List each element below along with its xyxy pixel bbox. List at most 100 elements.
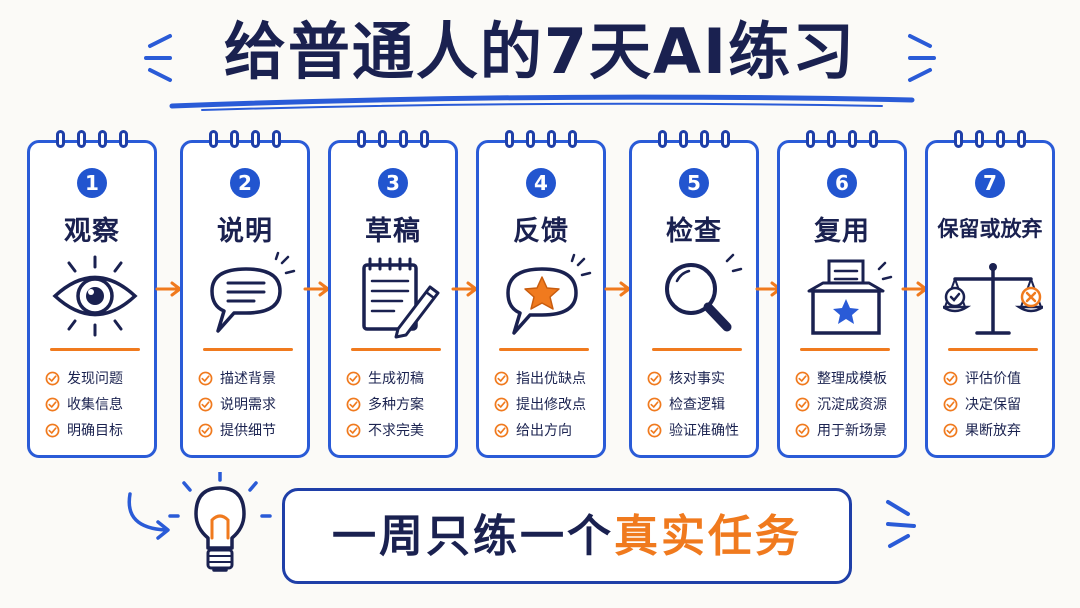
bullet-text: 果断放弃: [965, 423, 1021, 439]
list-item: 决定保留: [943, 391, 1021, 417]
bullet-text: 用于新场景: [817, 423, 887, 439]
step-title: 检查: [666, 216, 722, 247]
list-item: 给出方向: [494, 417, 586, 443]
check-icon: [943, 423, 958, 437]
bullet-list: 指出优缺点 提出修改点 给出方向: [494, 365, 586, 443]
bullet-list: 发现问题 收集信息 明确目标: [45, 365, 123, 443]
magnifier-icon: [665, 253, 743, 332]
list-item: 提供细节: [198, 417, 276, 443]
step-card-4: 4 反馈 指出优缺点 提出修改点 给出方向: [476, 130, 606, 458]
step-title: 观察: [64, 216, 120, 247]
binder-rings: [632, 130, 756, 150]
notepad-pencil-icon: [362, 257, 440, 339]
check-icon: [647, 371, 662, 385]
step-title: 保留或放弃: [937, 217, 1043, 241]
arrow-right-icon: [303, 281, 330, 297]
check-icon: [494, 423, 509, 437]
arrow-right-icon: [155, 281, 182, 297]
bullet-text: 提出修改点: [516, 397, 586, 413]
step-card-5: 5 检查 核对事实 检查逻辑 验证准确性: [629, 130, 759, 458]
bullet-text: 验证准确性: [669, 423, 739, 439]
speech-bubble-icon: [210, 251, 296, 333]
check-icon: [943, 397, 958, 411]
binder-rings: [479, 130, 603, 150]
bullet-text: 生成初稿: [368, 371, 424, 387]
bullet-list: 核对事实 检查逻辑 验证准确性: [647, 365, 739, 443]
banner-text-plain: 一周只练一个: [332, 511, 614, 562]
bullet-text: 发现问题: [67, 371, 123, 387]
divider: [50, 348, 140, 351]
step-number: 6: [827, 168, 857, 198]
check-icon: [494, 397, 509, 411]
check-icon: [198, 371, 213, 385]
check-icon: [943, 371, 958, 385]
check-icon: [198, 423, 213, 437]
bullet-list: 生成初稿 多种方案 不求完美: [346, 365, 424, 443]
list-item: 明确目标: [45, 417, 123, 443]
check-icon: [45, 397, 60, 411]
eye-icon: [52, 255, 138, 337]
check-icon: [198, 397, 213, 411]
bullet-text: 整理成模板: [817, 371, 887, 387]
list-item: 提出修改点: [494, 391, 586, 417]
binder-rings: [780, 130, 904, 150]
list-item: 收集信息: [45, 391, 123, 417]
step-number: 1: [77, 168, 107, 198]
curved-arrow-icon: [127, 492, 170, 540]
divider: [800, 348, 890, 351]
list-item: 多种方案: [346, 391, 424, 417]
check-icon: [346, 371, 361, 385]
bullet-text: 指出优缺点: [516, 371, 586, 387]
arrow-right-icon: [451, 281, 478, 297]
list-item: 评估价值: [943, 365, 1021, 391]
binder-rings: [183, 130, 307, 150]
step-card-7: 7 保留或放弃 评估价值 决定保留 果断放弃: [925, 130, 1055, 458]
summary-banner: 一周只练一个真实任务: [282, 488, 852, 584]
bullet-text: 不求完美: [368, 423, 424, 439]
bullet-list: 描述背景 说明需求 提供细节: [198, 365, 276, 443]
step-title: 说明: [217, 216, 273, 247]
bullet-text: 沉淀成资源: [817, 397, 887, 413]
check-icon: [346, 423, 361, 437]
step-title: 草稿: [365, 216, 421, 247]
check-icon: [494, 371, 509, 385]
banner-text-highlight: 真实任务: [614, 511, 802, 562]
archive-box-icon: [807, 259, 893, 335]
step-number: 4: [526, 168, 556, 198]
divider: [948, 348, 1038, 351]
bullet-text: 说明需求: [220, 397, 276, 413]
spark-right-icon: [908, 34, 936, 82]
check-icon: [795, 423, 810, 437]
list-item: 不求完美: [346, 417, 424, 443]
spark-bottom-right-icon: [886, 500, 916, 548]
step-card-3: 3 草稿 生成初稿 多种方案 不求完美: [328, 130, 458, 458]
list-item: 果断放弃: [943, 417, 1021, 443]
bullet-text: 提供细节: [220, 423, 276, 439]
balance-scale-icon: [943, 263, 1043, 335]
list-item: 指出优缺点: [494, 365, 586, 391]
list-item: 生成初稿: [346, 365, 424, 391]
spark-left-icon: [144, 34, 172, 82]
divider: [351, 348, 441, 351]
step-title: 反馈: [513, 216, 569, 247]
banner-text: 一周只练一个真实任务: [285, 491, 849, 581]
divider: [652, 348, 742, 351]
star-bubble-icon: [506, 253, 592, 335]
bullet-text: 决定保留: [965, 397, 1021, 413]
step-number: 2: [230, 168, 260, 198]
list-item: 沉淀成资源: [795, 391, 887, 417]
bullet-list: 评估价值 决定保留 果断放弃: [943, 365, 1021, 443]
step-card-2: 2 说明 描述背景 说明需求 提供细节: [180, 130, 310, 458]
divider: [499, 348, 589, 351]
check-icon: [795, 397, 810, 411]
list-item: 说明需求: [198, 391, 276, 417]
list-item: 用于新场景: [795, 417, 887, 443]
step-card-1: 1 观察 发现问题 收集信息 明确目标: [27, 130, 157, 458]
list-item: 核对事实: [647, 365, 739, 391]
arrow-right-icon: [604, 281, 631, 297]
list-item: 发现问题: [45, 365, 123, 391]
binder-rings: [30, 130, 154, 150]
step-number: 3: [378, 168, 408, 198]
list-item: 检查逻辑: [647, 391, 739, 417]
check-icon: [346, 397, 361, 411]
